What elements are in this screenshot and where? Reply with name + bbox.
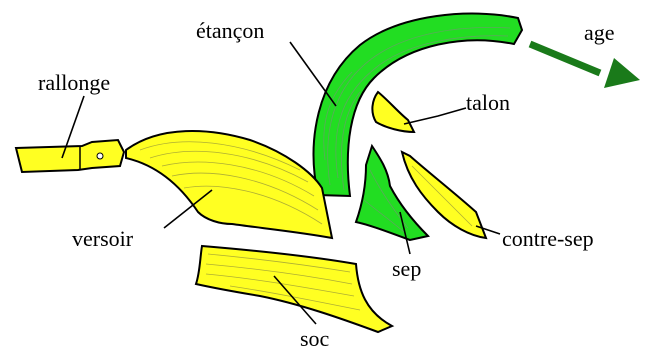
- arrow-head: [604, 58, 640, 88]
- sep-part: [356, 146, 428, 240]
- soc-shape: [196, 246, 392, 332]
- soc-part: [196, 246, 392, 332]
- rallonge-shape: [16, 140, 124, 172]
- leader-etancon: [290, 42, 336, 106]
- label-rallonge: rallonge: [38, 70, 110, 95]
- sep-shape: [356, 146, 428, 240]
- label-sep: sep: [392, 256, 421, 281]
- label-versoir: versoir: [72, 226, 134, 251]
- versoir-part: [126, 131, 332, 238]
- talon-shape: [372, 92, 414, 132]
- label-contre-sep: contre-sep: [502, 226, 594, 251]
- label-age: age: [584, 20, 615, 45]
- label-soc: soc: [300, 326, 330, 351]
- label-etancon: étançon: [196, 18, 264, 43]
- talon-part: [372, 92, 414, 132]
- label-talon: talon: [466, 90, 510, 115]
- versoir-shape: [126, 131, 332, 238]
- leader-talon: [404, 108, 466, 124]
- rallonge-part: [16, 140, 124, 172]
- age-arrow: [530, 44, 640, 88]
